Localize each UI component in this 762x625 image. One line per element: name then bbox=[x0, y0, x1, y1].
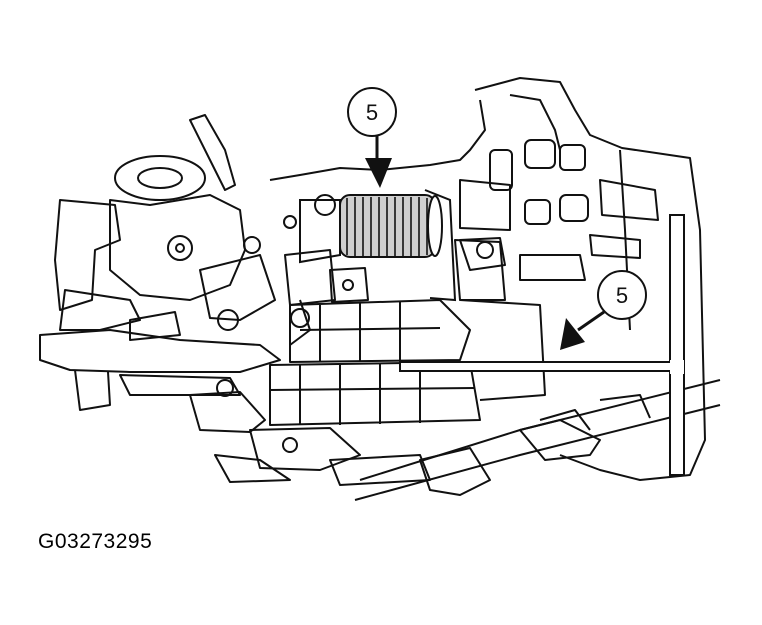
valve-body-block bbox=[214, 237, 546, 486]
spring-coils bbox=[346, 197, 428, 256]
callout-tool: 5 bbox=[560, 270, 647, 350]
lever-assembly bbox=[39, 114, 281, 433]
lower-rail bbox=[354, 379, 721, 501]
housing-casting bbox=[269, 77, 706, 481]
figure-id: G03273295 bbox=[38, 530, 153, 553]
t-handle-tool bbox=[399, 214, 685, 476]
callout-spring-label: 5 bbox=[366, 100, 378, 125]
callout-spring: 5 bbox=[347, 87, 397, 188]
callout-tool-label: 5 bbox=[616, 283, 628, 308]
spring bbox=[283, 189, 457, 302]
